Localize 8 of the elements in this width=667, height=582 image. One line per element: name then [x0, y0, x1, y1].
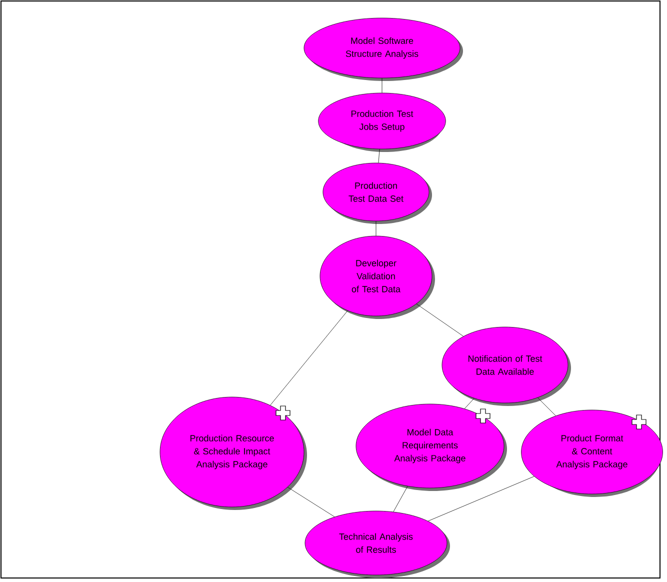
connector-line — [378, 148, 380, 164]
connector-line — [428, 476, 534, 522]
connector-line — [538, 398, 556, 416]
connector-line — [416, 304, 464, 336]
connector-line — [287, 486, 335, 518]
connector-line — [464, 398, 474, 409]
connector-line — [270, 310, 348, 406]
connector-line — [393, 486, 408, 512]
